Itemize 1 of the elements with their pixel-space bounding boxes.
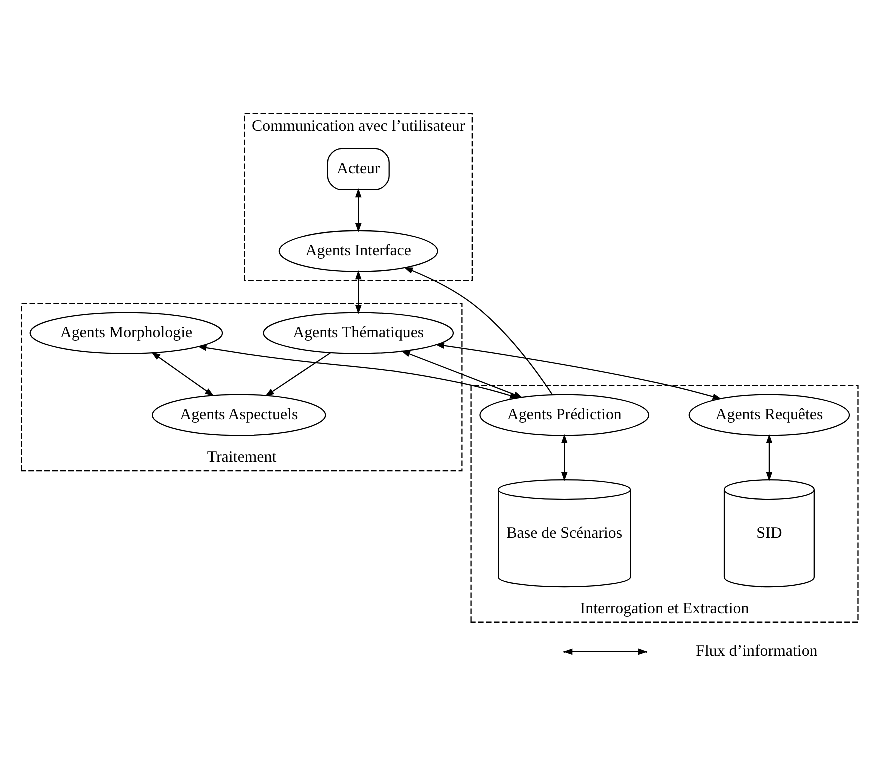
legend-label: Flux d’information xyxy=(696,643,818,660)
